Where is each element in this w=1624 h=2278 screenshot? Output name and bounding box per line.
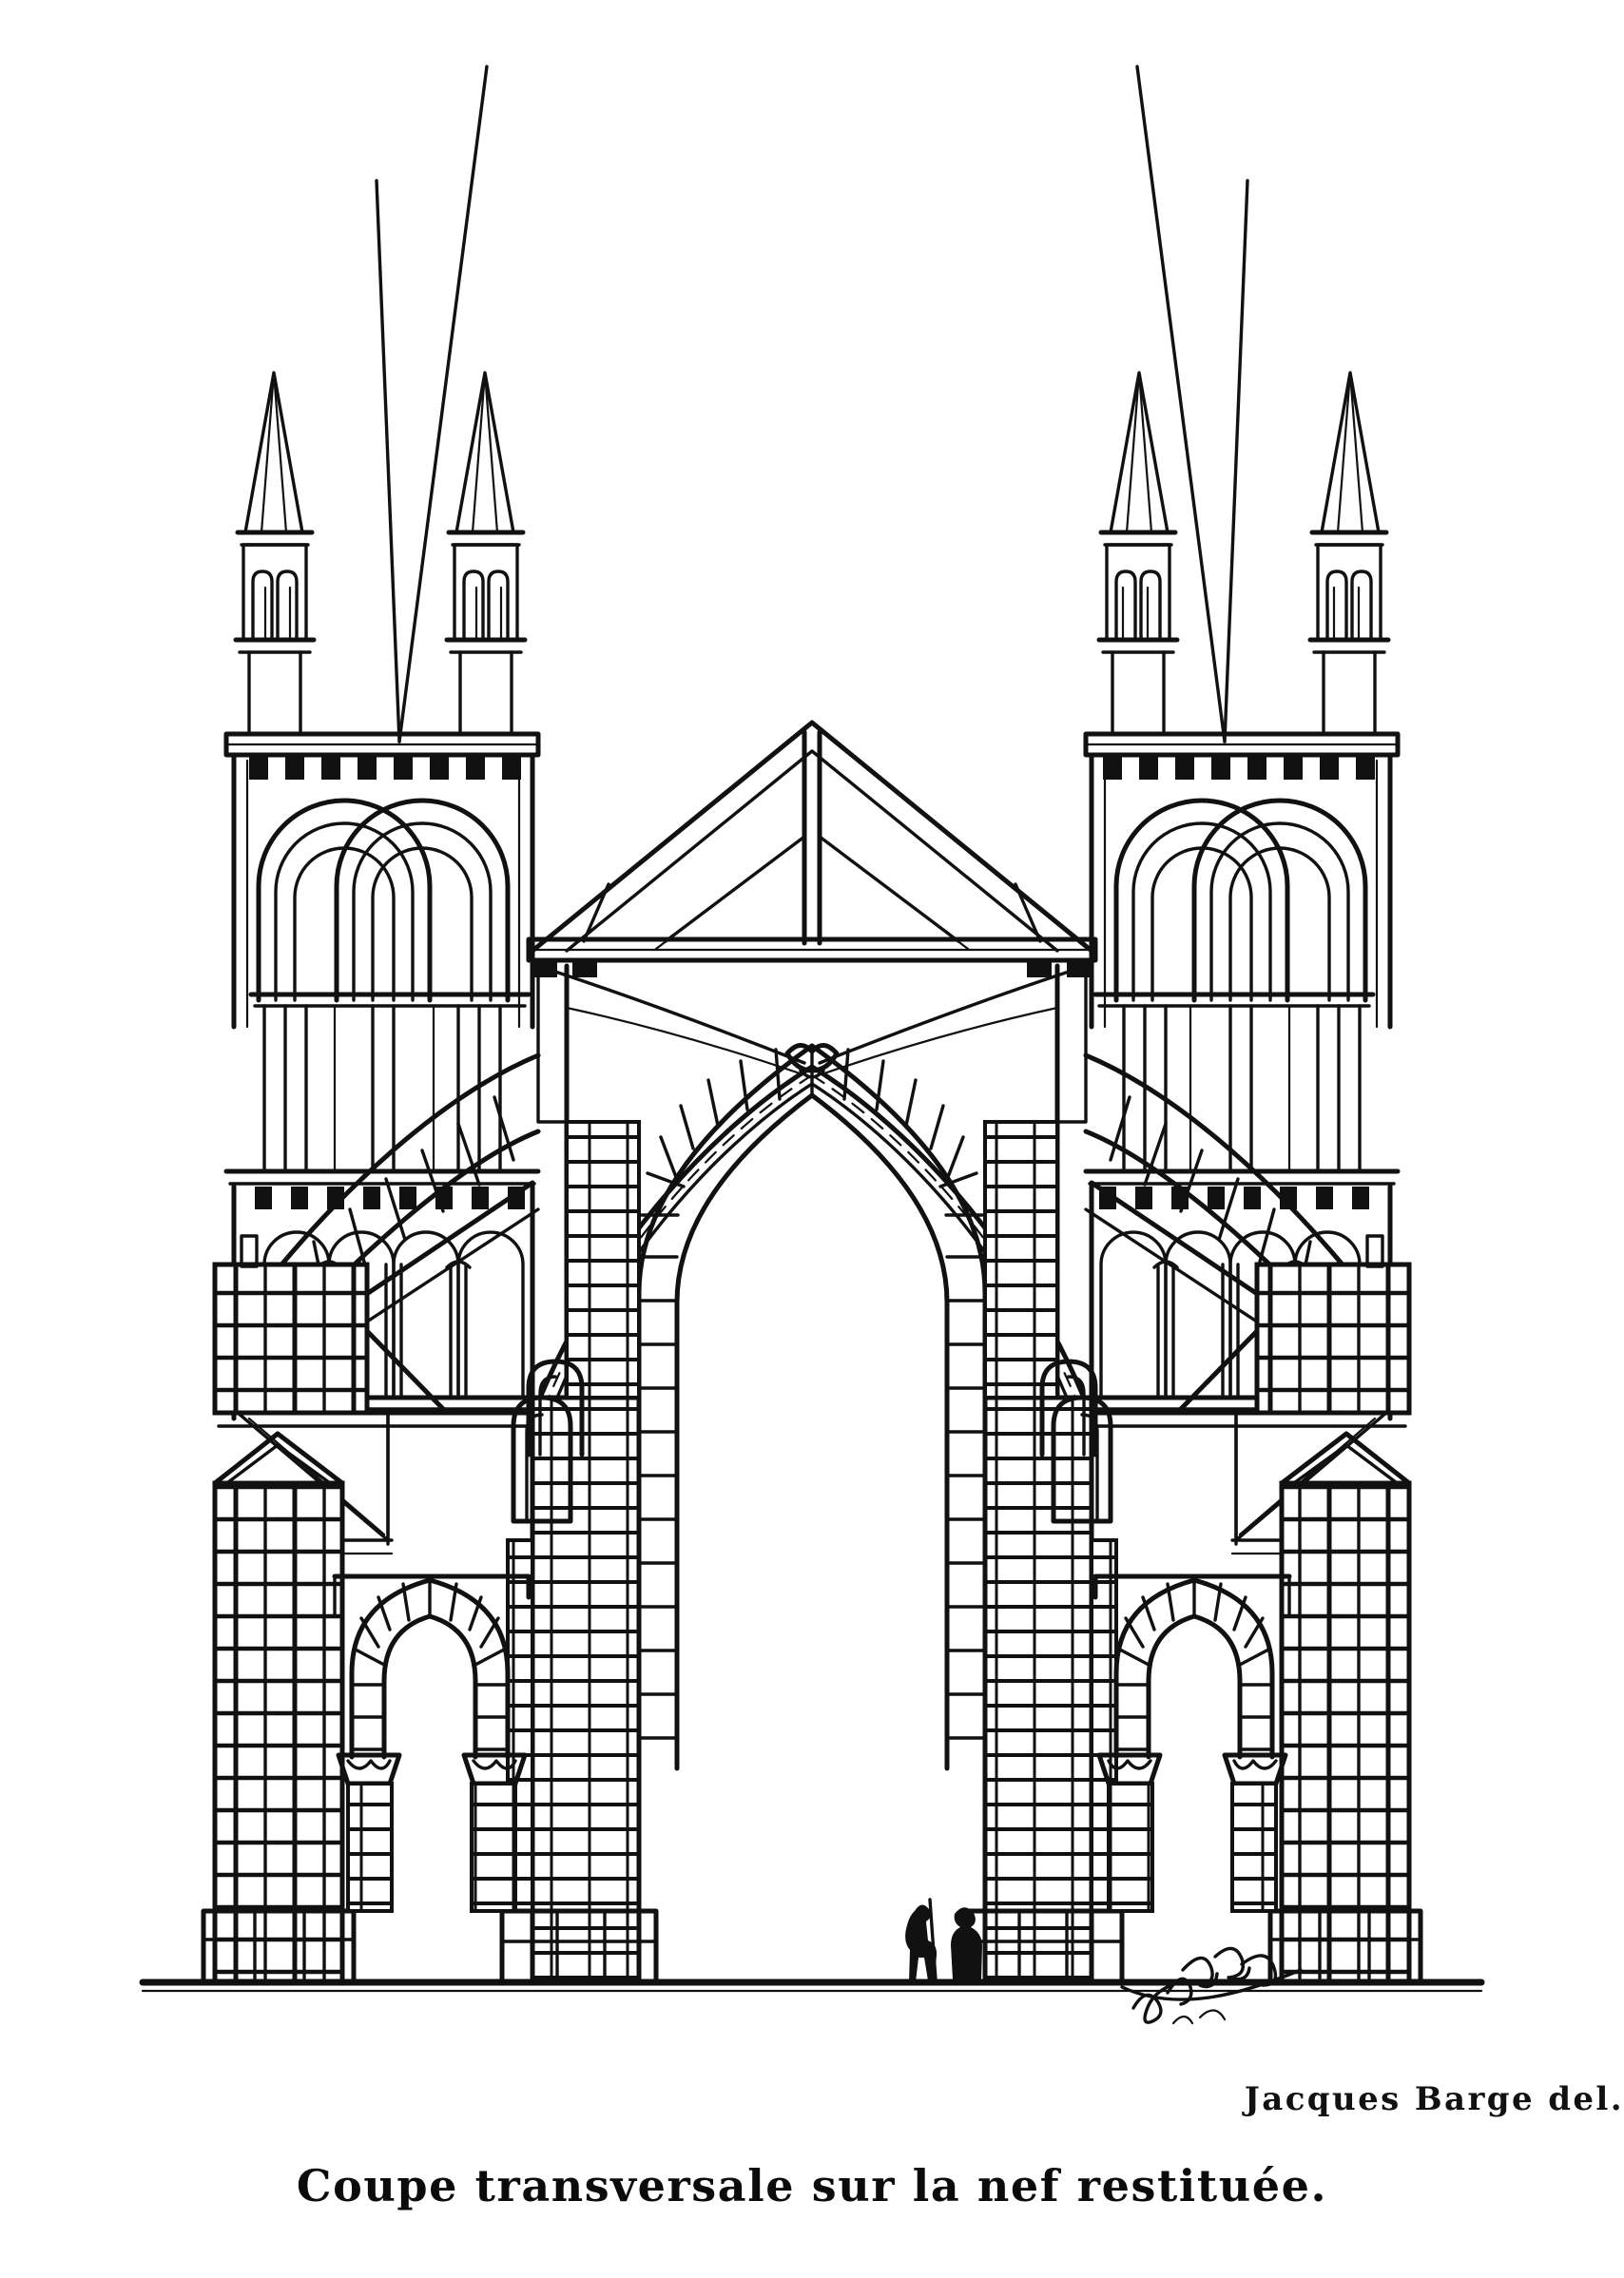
attribution-text: Jacques Barge del. (1244, 2080, 1624, 2118)
belfry-arcade (223, 752, 541, 1186)
ground-line (139, 1979, 1485, 1993)
buttress-lower-block (212, 1480, 345, 1985)
buttress-upper-block (212, 1262, 370, 1416)
west-tower-left (223, 371, 541, 1421)
turret-inner-right (1096, 371, 1180, 736)
aisle-arch-right (1039, 1359, 1292, 1913)
church-section-drawing (139, 65, 1485, 2025)
outer-buttress-pier-right (1174, 1234, 1423, 1985)
turret-outer-right (1307, 371, 1391, 736)
turret-outer-left (233, 371, 317, 736)
plate-caption: Coupe transversale sur la nef restituée. (296, 2160, 1328, 2211)
belfry-arcade (1083, 752, 1401, 1186)
nave-pier-left (499, 1120, 659, 1985)
corbel-table (232, 753, 534, 780)
vault-keystone-boss (784, 1043, 840, 1073)
west-tower-right (1083, 371, 1401, 1421)
aisle-arch-left (332, 1359, 585, 1913)
aisle-window-left (526, 1359, 585, 1458)
scale-figure-b (951, 1907, 982, 1979)
scale-figures (905, 1898, 982, 1982)
aisle-voussoirs-left (350, 1578, 510, 1751)
voussoir-joints-left (637, 1044, 814, 1740)
triforium-openings (511, 1395, 1113, 1524)
turret-inner-left (444, 371, 528, 736)
corbel-table (1090, 753, 1392, 780)
buttress-gable-cap (212, 1431, 345, 1486)
artist-signature (1120, 1946, 1303, 2025)
nave-roof-truss (526, 720, 1098, 977)
corbel-table-lower (1099, 1187, 1369, 1209)
central-spire-lines (375, 65, 1249, 743)
voussoir-joints-right (842, 1048, 987, 1740)
scale-figure-a (905, 1898, 938, 1982)
